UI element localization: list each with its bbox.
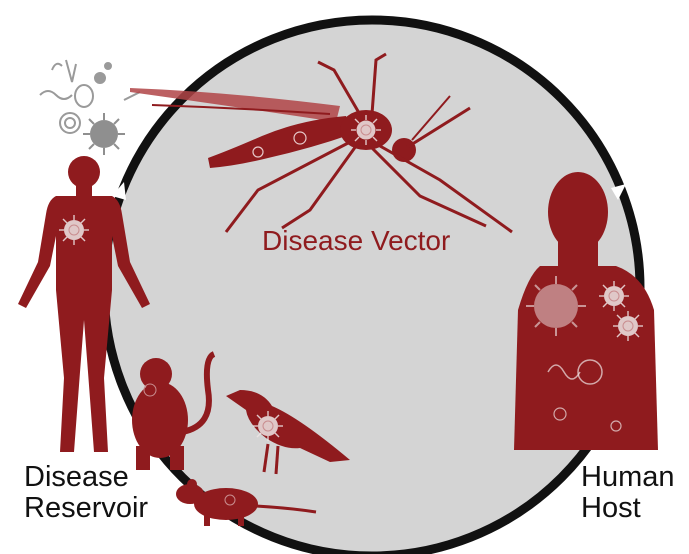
human-host-label: Human Host	[581, 462, 675, 525]
disease-reservoir-label-line-2: Reservoir	[24, 493, 148, 524]
human-host-label-line-2: Host	[581, 493, 675, 524]
disease-reservoir-label: Disease Reservoir	[24, 462, 148, 525]
disease-vector-label: Disease Vector	[262, 226, 450, 256]
disease-reservoir-label-line-1: Disease	[24, 462, 148, 493]
human-host-label-line-1: Human	[581, 462, 675, 493]
pathogen-cluster-icon	[40, 60, 140, 155]
virus-icon	[83, 113, 125, 155]
